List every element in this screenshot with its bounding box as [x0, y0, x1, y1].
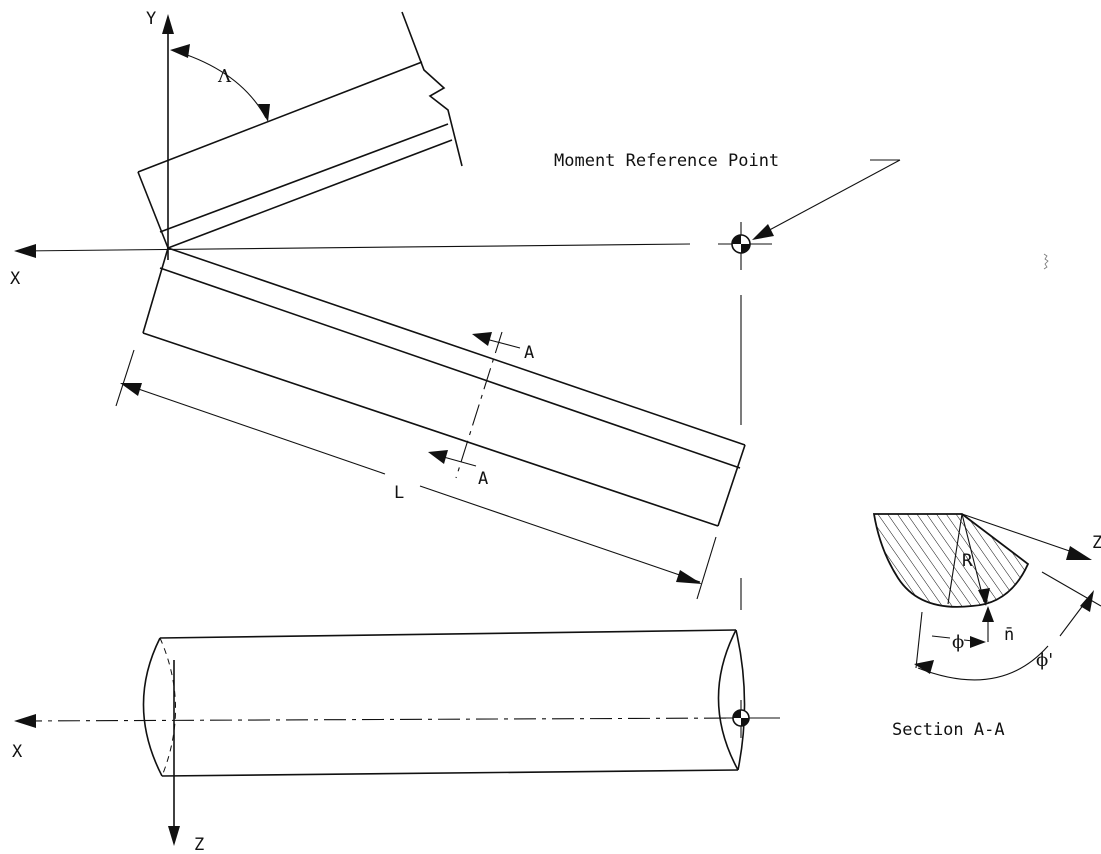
radius-secondary-line: [947, 513, 963, 605]
section-cut-line: [455, 331, 503, 479]
section-z-axis-label: Z: [1092, 533, 1101, 553]
lower-panel-inner-edge: [159, 267, 741, 469]
cylinder-left-end: [142, 637, 163, 777]
x-axis-label-top: X: [10, 269, 21, 289]
phi-prime-label: ϕ': [1036, 650, 1053, 671]
phi-prime-arc: [917, 645, 1049, 681]
upper-panel-lower-edge: [167, 139, 453, 249]
sweep-angle-arrow-end: [258, 104, 270, 122]
section-mark-upper: A: [524, 343, 534, 363]
side-view: X Z: [12, 578, 780, 854]
section-cut-arrowhead-upper: [472, 332, 492, 346]
phi-reference-line: [915, 611, 923, 669]
upper-panel-top-edge: [137, 61, 423, 173]
length-dimension-line-left: [123, 383, 386, 475]
radius-line: [961, 513, 985, 603]
section-mark-lower: A: [478, 469, 488, 489]
sweep-angle-arrow-start: [170, 44, 190, 58]
upper-panel-root-edge: [137, 171, 169, 249]
scan-speck: [1043, 253, 1049, 270]
cylinder-bottom-edge: [161, 769, 739, 777]
phi-dimension-left: [931, 635, 951, 639]
radius-label: R: [962, 551, 973, 571]
phi-label: ϕ: [952, 632, 964, 653]
phi-prime-reference-line: [1041, 571, 1101, 607]
mrp-symbol-side-fill: [733, 710, 749, 726]
y-axis-label: Y: [146, 9, 156, 29]
lower-panel-upper-edge: [167, 247, 746, 446]
lower-panel-tip-edge: [717, 444, 746, 527]
section-cut-arrowhead-lower: [428, 450, 448, 464]
mrp-leader-diagonal: [761, 159, 901, 235]
moment-reference-point-label: Moment Reference Point: [554, 151, 779, 171]
cylinder-top-edge: [159, 629, 737, 639]
top-view: Y X Λ A A L: [10, 9, 1049, 600]
section-a-a: Z R n̄ ϕ ϕ' Section A-A: [872, 513, 1101, 740]
sweep-angle-label: Λ: [217, 66, 232, 87]
z-axis-arrowhead: [168, 826, 180, 846]
length-arrowhead-right: [676, 570, 702, 584]
length-label: L: [394, 483, 404, 503]
x-axis-line-bottom: [19, 717, 741, 722]
upper-panel-inner-edge: [159, 123, 449, 233]
mrp-symbol-top-fill: [732, 235, 750, 253]
lower-panel-root-edge: [142, 247, 169, 334]
mrp-leader-arrowhead: [752, 224, 774, 240]
cylinder-right-end-outer: [717, 629, 739, 771]
phi-prime-arrowhead-end: [1080, 590, 1094, 612]
cylinder-right-end-inner: [735, 629, 746, 771]
length-extension-line-root: [115, 349, 135, 407]
cylinder-left-hidden-edge: [159, 637, 176, 777]
upper-panel-break-line: [401, 11, 463, 167]
section-z-axis-arrowhead: [1066, 546, 1092, 560]
z-axis-label: Z: [194, 835, 204, 854]
phi-prime-arrowhead-start: [914, 660, 934, 674]
section-z-axis-line: [961, 513, 1085, 557]
section-title: Section A-A: [892, 720, 1005, 740]
x-axis-arrowhead-top: [14, 244, 36, 258]
length-dimension-line-right: [419, 485, 701, 583]
length-extension-line-tip: [696, 536, 717, 600]
section-cut-arrow-shaft-lower: [439, 455, 477, 467]
normal-label: n̄: [1004, 625, 1014, 645]
y-axis-arrowhead: [162, 14, 174, 34]
phi-arrowhead: [970, 636, 986, 648]
section-shape: [872, 513, 1030, 608]
normal-vector-arrowhead: [982, 606, 994, 622]
radius-arrowhead: [978, 588, 990, 606]
x-axis-arrowhead-bottom: [14, 714, 36, 728]
length-arrowhead-left: [120, 383, 142, 396]
lower-panel-bottom-edge: [142, 332, 719, 527]
x-axis-line-top: [19, 243, 691, 252]
x-axis-label-bottom: X: [12, 742, 23, 762]
